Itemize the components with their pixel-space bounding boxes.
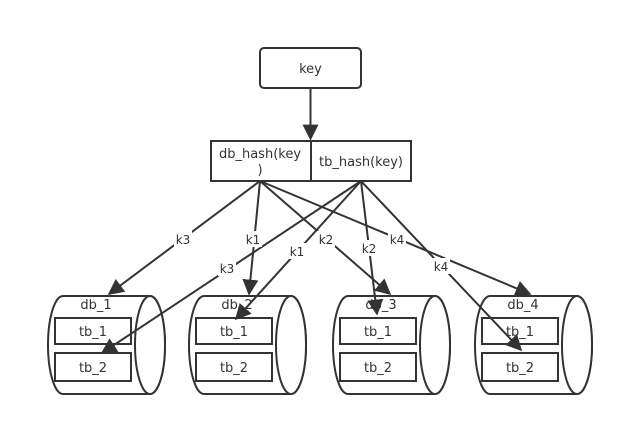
hash-node: db_hash(key ) tb_hash(key) (210, 140, 412, 182)
table-label: tb_1 (364, 325, 392, 340)
edge-label-db-k2: k2 (319, 233, 334, 247)
database-1: db_1 tb_1 tb_2 (47, 295, 166, 395)
db-hash-label-line1: db_hash(key (219, 147, 301, 162)
edge-label-db-k3: k3 (176, 233, 191, 247)
edge-label-db-k1: k1 (246, 233, 261, 247)
table-box-tb-2 (481, 352, 559, 382)
database-cylinder-face (561, 295, 593, 395)
edge-label-db-k4: k4 (390, 233, 405, 247)
database-2: db_2tb_1tb_2 (188, 295, 307, 395)
database-cylinder-face (419, 295, 451, 395)
key-node: key (259, 47, 362, 89)
database-name: db_3 (365, 298, 396, 313)
edge-label-tb-k1: k1 (290, 245, 305, 259)
db-hash-label-line2: ) (257, 163, 262, 178)
edge-labels: k3 k1 k2 k4 k3 k1 k2 k4 (174, 231, 450, 276)
edge-label-tb-k4: k4 (434, 260, 449, 274)
database-name: db_4 (507, 298, 538, 313)
database-cylinder-face (275, 295, 307, 395)
table-label: tb_1 (79, 325, 107, 340)
table-label: tb_2 (506, 361, 534, 376)
table-label: tb_1 (220, 325, 248, 340)
edge-label-tb-k3: k3 (220, 262, 235, 276)
tb-hash-label: tb_hash(key) (319, 155, 403, 170)
table-box-tb-2 (54, 352, 132, 382)
edge-label-tb-k2: k2 (362, 242, 377, 256)
table-label: tb_2 (79, 361, 107, 376)
table-box-tb-1 (339, 317, 417, 345)
database-name: db_1 (80, 298, 111, 313)
database-cylinder-face (134, 295, 166, 395)
table-box-tb-2 (339, 352, 417, 382)
table-label: tb_2 (220, 361, 248, 376)
table-box-tb-2 (195, 352, 273, 382)
database-4: db_4tb_1tb_2 (474, 295, 593, 395)
database-3: db_3 tb_1 tb_2 (332, 295, 451, 395)
table-label: tb_2 (364, 361, 392, 376)
key-label: key (299, 62, 322, 77)
table-box-tb-1 (195, 317, 273, 345)
